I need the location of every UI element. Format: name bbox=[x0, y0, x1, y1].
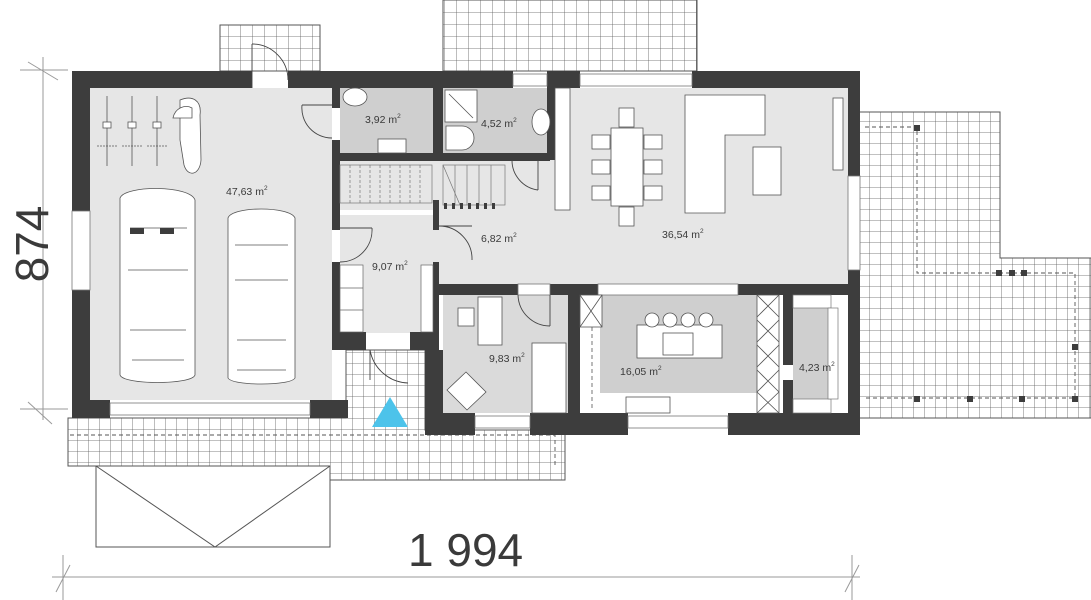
stairs bbox=[339, 164, 506, 209]
paving bbox=[67, 0, 1091, 481]
living-furniture bbox=[554, 87, 844, 227]
room-area-study: 9,83 m2 bbox=[489, 352, 525, 365]
room-area-hall: 6,82 m2 bbox=[481, 232, 517, 245]
room-area-kitchen: 16,05 m2 bbox=[620, 365, 662, 378]
garage-vehicles bbox=[97, 96, 296, 385]
entrance-marker-icon bbox=[372, 397, 408, 427]
doors bbox=[251, 43, 551, 384]
room-area-pantry: 4,23 m2 bbox=[799, 361, 835, 374]
dimension-lines bbox=[20, 57, 860, 600]
room-area-wc: 3,92 m2 bbox=[365, 113, 401, 126]
canopy bbox=[95, 465, 331, 548]
pantry-shelves bbox=[792, 294, 839, 414]
room-area-garage: 47,63 m2 bbox=[226, 185, 268, 198]
room-area-living-dining: 36,54 m2 bbox=[662, 228, 704, 241]
depth-dimension-label: 874 bbox=[6, 205, 58, 283]
bathroom-fixtures bbox=[342, 87, 551, 154]
windows bbox=[71, 73, 861, 429]
width-dimension-label: 1 994 bbox=[408, 524, 524, 576]
study-furniture bbox=[446, 296, 567, 414]
kitchen-furniture bbox=[579, 294, 780, 414]
room-area-bathroom: 4,52 m2 bbox=[481, 117, 517, 130]
room-area-vestibule: 9,07 m2 bbox=[372, 260, 408, 273]
vestibule-furniture bbox=[339, 264, 434, 333]
